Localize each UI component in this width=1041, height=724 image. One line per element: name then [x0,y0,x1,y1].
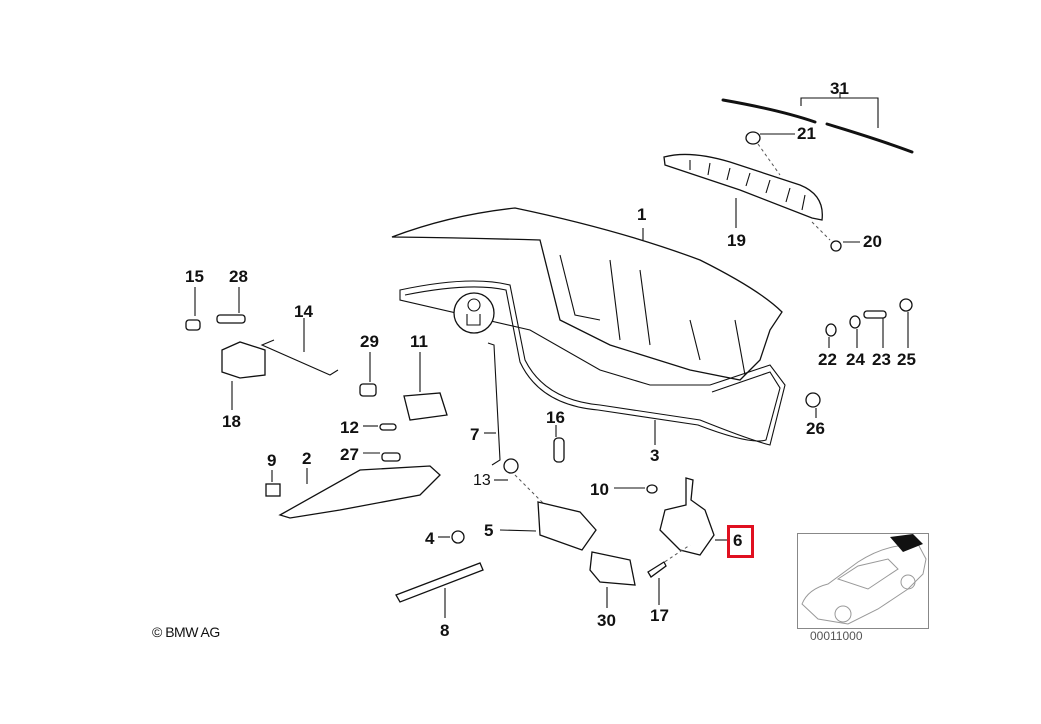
callout-31[interactable]: 31 [830,79,849,98]
part-6-lock [614,477,728,605]
callout-1[interactable]: 1 [637,205,647,224]
part-20-screw [830,240,860,252]
callout-21[interactable]: 21 [797,124,816,143]
callout-18[interactable]: 18 [222,412,241,431]
callout-12[interactable]: 12 [340,418,359,437]
callout-3[interactable]: 3 [650,446,660,465]
part-26-clip [805,392,821,418]
callout-4[interactable]: 4 [425,529,435,548]
parts-switch-group [359,352,448,462]
callout-23[interactable]: 23 [872,350,891,369]
callout-15[interactable]: 15 [185,267,204,286]
callout-10[interactable]: 10 [590,480,609,499]
callout-26[interactable]: 26 [806,419,825,438]
parts-22-25-fasteners [825,298,913,348]
copyright-text: © BMW AG [152,624,220,640]
callout-13[interactable]: 13 [473,472,491,489]
callout-17[interactable]: 17 [650,606,669,625]
callout-20[interactable]: 20 [863,232,882,251]
callout-11[interactable]: 11 [410,332,428,351]
callout-16[interactable]: 16 [546,408,565,427]
part-3-seal [399,280,786,446]
callout-5[interactable]: 5 [484,521,494,540]
callout-6[interactable]: 6 [733,531,743,550]
part-8-gas-strut [395,562,484,618]
car-outline-icon [801,534,927,625]
callout-9[interactable]: 9 [267,451,277,470]
callout-28[interactable]: 28 [229,267,248,286]
part-4-nut [438,530,465,544]
part-7-rod [484,342,501,466]
callout-2[interactable]: 2 [302,449,312,468]
parts-left-hinge-group [185,287,339,410]
part-19-brake-light [663,153,831,241]
diagram-id: 00011000 [810,629,863,643]
part-30-cover [589,551,636,608]
callout-8[interactable]: 8 [440,621,450,640]
callout-29[interactable]: 29 [360,332,379,351]
callout-30[interactable]: 30 [597,611,616,630]
callout-27[interactable]: 27 [340,445,359,464]
part-5-latch-striker [494,458,597,551]
part-31-strip [721,92,914,154]
vehicle-thumbnail [797,533,929,629]
callout-19[interactable]: 19 [727,231,746,250]
part-16-bumper [553,425,565,463]
detail-circle-clip [453,292,495,334]
callout-14[interactable]: 14 [294,302,313,321]
callout-25[interactable]: 25 [897,350,916,369]
callout-24[interactable]: 24 [846,350,865,369]
callout-22[interactable]: 22 [818,350,837,369]
part-1-trunk-lid [391,207,783,381]
callout-6-highlight [727,525,754,558]
part-21-clip [745,131,795,176]
callout-7[interactable]: 7 [470,425,480,444]
part-2-hinge [265,465,441,519]
